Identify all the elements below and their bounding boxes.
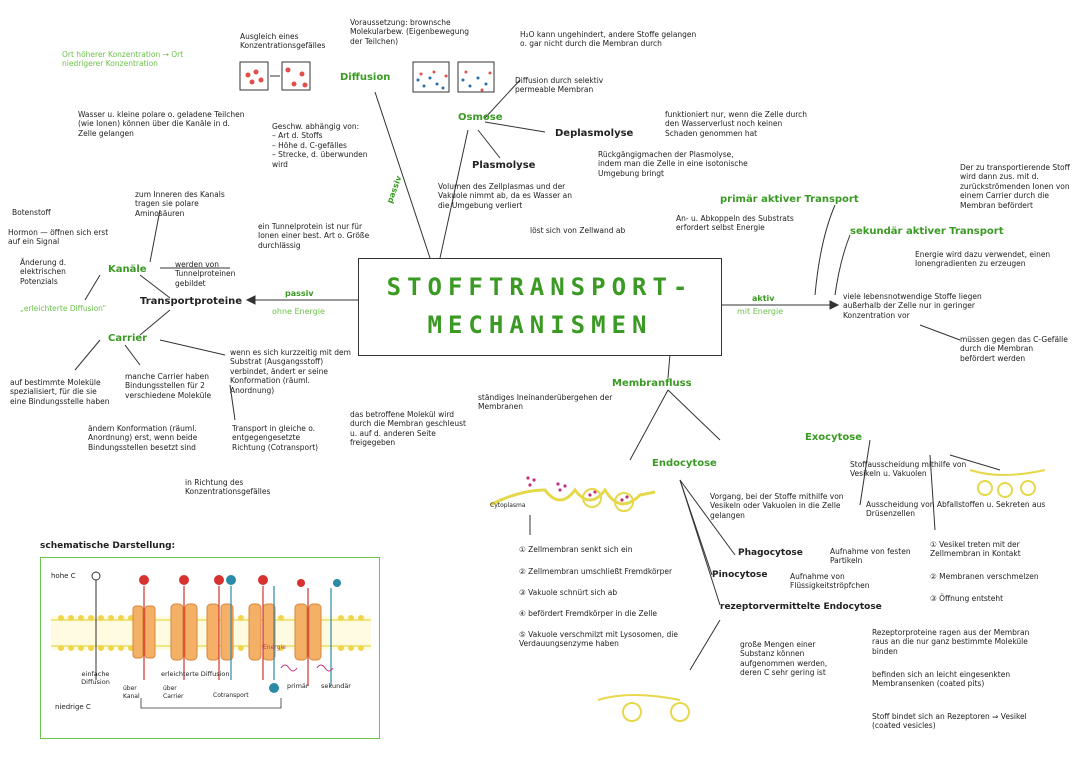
loest-text: löst sich von Zellwand ab <box>530 226 626 235</box>
diffusion-heading: Diffusion <box>340 72 391 83</box>
voraussetzung-text: Voraussetzung: brownsche Molekularbew. (… <box>350 18 470 46</box>
muessen-text: müssen gegen das C-Gefälle durch die Mem… <box>960 335 1068 363</box>
h2o-text: H₂O kann ungehindert, andere Stoffe gela… <box>520 30 697 49</box>
aenderung-text: Änderung d. elektrischen Potenzials <box>20 258 67 286</box>
stoffausscheidung-text: Stoffausscheidung mithilfe von Vesikeln … <box>850 460 967 479</box>
mit-energie-label: mit Energie <box>737 307 784 316</box>
grosse-mengen-text: große Mengen einer Substanz können aufge… <box>740 640 828 678</box>
primaer-label: primär <box>287 682 309 690</box>
rezeptorproteine-text: Rezeptorproteine ragen aus der Membran r… <box>872 628 1030 656</box>
inneren-text: zum Inneren des Kanals tragen sie polare… <box>135 190 225 218</box>
energie-ionen-text: Energie wird dazu verwendet, einen Ionen… <box>915 250 1051 269</box>
membranfluss-heading: Membranfluss <box>612 378 692 389</box>
carrier-kurzzeitig-text: wenn es sich kurzzeitig mit dem Substrat… <box>230 348 351 395</box>
hohe-c-label: hohe C <box>51 572 76 580</box>
plasmolyse-heading: Plasmolyse <box>472 160 536 171</box>
tunnelprotein-text: ein Tunnelprotein ist nur für Ionen eine… <box>258 222 370 250</box>
zu-transport-text: Der zu transportierende Stoff wird dann … <box>960 163 1070 210</box>
funktioniert-text: funktioniert nur, wenn die Zelle durch d… <box>665 110 808 138</box>
viele-text: viele lebensnotwendige Stoffe liegen auß… <box>843 292 982 320</box>
main-title-line1: STOFFTRANSPORT- <box>386 273 694 301</box>
richtung-text: in Richtung des Konzentrationsgefälles <box>185 478 271 497</box>
hormon-text: Hormon — öffnen sich erst auf ein Signal <box>8 228 109 247</box>
erleichterte-diffusion-text: „erleichterte Diffusion“ <box>20 304 107 313</box>
osmose-heading: Osmose <box>458 112 503 123</box>
botenstoff-text: Botenstoff <box>12 208 51 217</box>
wasser-text: Wasser u. kleine polare o. geladene Teil… <box>78 110 245 138</box>
main-title-box: STOFFTRANSPORT- MECHANISMEN <box>358 258 722 356</box>
aendern-konformation-text: ändern Konformation (räuml. Anordnung) e… <box>88 424 198 452</box>
scheme-title: schematische Darstellung: <box>40 541 176 551</box>
geschw-text: Geschw. abhängig von: – Art d. Stoffs – … <box>272 122 368 169</box>
volumen-text: Volumen des Zellplasmas und der Vakuole … <box>438 182 573 210</box>
sekundaer-label: sekundär <box>321 682 351 690</box>
primaer-aktiver-heading: primär aktiver Transport <box>720 194 859 205</box>
spezialisiert-text: auf bestimmte Moleküle spezialisiert, fü… <box>10 378 110 406</box>
cotransport-label: Cotransport <box>213 692 249 699</box>
pinocytose-heading: Pinocytose <box>712 570 768 580</box>
tunnelproteine-text: werden von Tunnelproteinen gebildet <box>175 260 236 288</box>
exo-step-3: ③ Öffnung entsteht <box>930 594 1004 603</box>
carrier-heading: Carrier <box>108 333 148 344</box>
kanaele-heading: Kanäle <box>108 264 147 275</box>
befinden-text: befinden sich an leicht eingesenkten Mem… <box>872 670 1011 689</box>
endo-step-2: ② Zellmembran umschließt Fremdkörper <box>519 567 673 576</box>
ueber-carrier-label: über Carrier <box>163 685 184 700</box>
sekundaer-aktiver-heading: sekundär aktiver Transport <box>850 226 1004 237</box>
niedrige-c-label: niedrige C <box>55 703 91 711</box>
rezeptor-heading: rezeptorvermittelte Endocytose <box>720 602 882 612</box>
phagocytose-desc: Aufnahme von festen Partikeln <box>830 547 911 566</box>
exo-step-1: ① Vesikel treten mit der Zellmembran in … <box>930 540 1021 559</box>
phagocytose-heading: Phagocytose <box>738 548 803 558</box>
membrane-diagram <box>51 571 371 709</box>
an-abkoppeln-text: An- u. Abkoppeln des Substrats erfordert… <box>676 214 794 233</box>
endo-step-1: ① Zellmembran senkt sich ein <box>519 545 633 554</box>
endocytose-heading: Endocytose <box>652 458 717 469</box>
einfache-diffusion-label: einfache Diffusion <box>81 670 110 687</box>
ueber-kanal-label: über Kanal <box>123 685 140 700</box>
scheme-box: hohe C niedrige C einfache Diffusion erl… <box>40 557 380 739</box>
rueckgaengig-text: Rückgängigmachen der Plasmolyse, indem m… <box>598 150 748 178</box>
passiv-label: passiv <box>285 289 314 298</box>
staendiges-text: ständiges Ineinanderübergehen der Membra… <box>478 393 613 412</box>
endo-step-3: ③ Vakuole schnürt sich ab <box>519 588 618 597</box>
vorgang-text: Vorgang, bei der Stoffe mithilfe von Ves… <box>710 492 844 520</box>
cytoplasma-label: Cytoplasma <box>490 502 526 509</box>
erleichterte-diffusion-label: erleichterte Diffusion <box>161 670 230 678</box>
ort-text: Ort höherer Konzentration → Ort niedrige… <box>62 50 184 69</box>
ausscheidung-text: Ausscheidung von Abfallstoffen u. Sekret… <box>866 500 1046 519</box>
energie-label: Energie <box>263 644 286 651</box>
main-title-line2: MECHANISMEN <box>427 311 653 339</box>
exocytose-heading: Exocytose <box>805 432 862 443</box>
endo-step-4: ④ befördert Fremdkörper in die Zelle <box>519 609 658 618</box>
deplasmolyse-heading: Deplasmolyse <box>555 128 634 139</box>
aktiv-label: aktiv <box>752 294 775 303</box>
cotransport-text: Transport in gleiche o. entgegengesetzte… <box>232 424 319 452</box>
pinocytose-desc: Aufnahme von Flüssigkeitströpfchen <box>790 572 870 591</box>
diffusion-durch-text: Diffusion durch selektiv permeable Membr… <box>515 76 604 95</box>
stoff-bindet-text: Stoff bindet sich an Rezeptoren ⇒ Vesike… <box>872 712 1027 731</box>
ohne-energie-label: ohne Energie <box>272 307 325 316</box>
ausgleich-text: Ausgleich eines Konzentrationsgefälles <box>240 32 326 51</box>
transportproteine-heading: Transportproteine <box>140 296 243 307</box>
molekuel-text: das betroffene Molekül wird durch die Me… <box>350 410 466 448</box>
manche-carrier-text: manche Carrier haben Bindungsstellen für… <box>125 372 212 400</box>
endo-step-5: ⑤ Vakuole verschmilzt mit Lysosomen, die… <box>519 630 678 649</box>
exo-step-2: ② Membranen verschmelzen <box>930 572 1039 581</box>
